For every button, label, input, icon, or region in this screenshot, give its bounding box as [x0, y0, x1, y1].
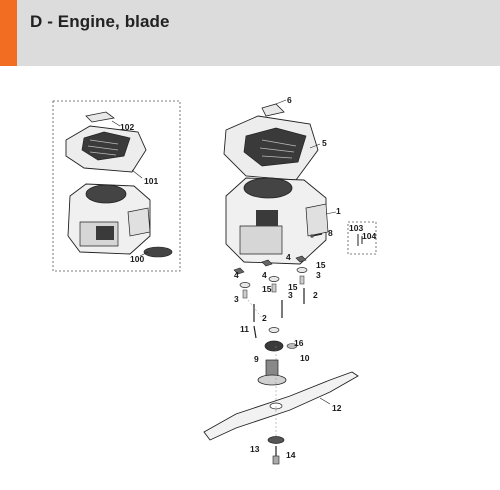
callout-103: 103 [349, 223, 363, 233]
part-8-screw[interactable] [310, 233, 323, 238]
accent-stripe [0, 0, 17, 66]
callout-9: 9 [254, 354, 259, 364]
callout-13: 13 [250, 444, 260, 454]
part-15-washer[interactable] [239, 267, 308, 288]
callout-8: 8 [328, 228, 333, 238]
part-10-part[interactable] [286, 343, 298, 349]
callout-12: 12 [332, 403, 342, 413]
part-3-spacer[interactable] [242, 275, 305, 299]
part-12-blade[interactable] [203, 371, 359, 441]
callout-4-a: 4 [286, 252, 291, 262]
part-13-washer[interactable] [267, 436, 285, 444]
callout-15-c: 15 [288, 282, 298, 292]
callout-10: 10 [300, 353, 310, 363]
callout-16: 16 [294, 338, 304, 348]
callout-15-b: 15 [262, 284, 272, 294]
callout-4-b: 4 [234, 270, 239, 280]
part-14-bolt[interactable] [272, 446, 280, 465]
callout-1: 1 [336, 206, 341, 216]
callout-11: 11 [240, 324, 249, 334]
part-11-key[interactable] [253, 325, 257, 339]
callout-5: 5 [322, 138, 327, 148]
callout-101: 101 [144, 176, 158, 186]
callout-104: 104 [362, 231, 376, 241]
callout-14: 14 [286, 450, 296, 460]
part-101-cover[interactable] [65, 125, 147, 173]
callout-100: 100 [130, 254, 144, 264]
part-102[interactable] [85, 111, 115, 123]
part-5-cover[interactable] [223, 115, 319, 181]
callout-3-a: 3 [316, 270, 321, 280]
page-title: D - Engine, blade [30, 12, 170, 31]
part-2-bolt[interactable] [253, 288, 305, 322]
callout-2-b: 2 [262, 313, 267, 323]
part-9-blade-holder[interactable] [257, 359, 287, 386]
alt-engine-box [52, 100, 181, 272]
part-16-adapter[interactable] [264, 327, 284, 352]
part-1-engine[interactable] [225, 177, 329, 265]
callout-6: 6 [287, 95, 292, 105]
part-6[interactable] [261, 103, 285, 117]
part-100-engine[interactable] [67, 183, 173, 258]
callout-102: 102 [120, 122, 134, 132]
callout-3-c: 3 [288, 290, 293, 300]
callout-2-a: 2 [313, 290, 318, 300]
part-103-104[interactable] [357, 234, 363, 246]
callout-15-a: 15 [316, 260, 326, 270]
header-bar [0, 0, 500, 66]
part-4-nut[interactable] [233, 255, 307, 275]
callout-4-c: 4 [262, 270, 267, 280]
callout-3-b: 3 [234, 294, 239, 304]
decal-kit-box [347, 221, 377, 255]
